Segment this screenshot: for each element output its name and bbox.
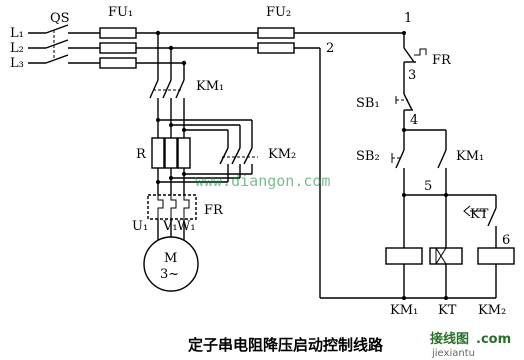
label-KM2-main: KM₂	[268, 147, 296, 162]
label-SB2: SB₂	[356, 149, 380, 164]
label-W1: W₁	[177, 219, 196, 234]
watermark-text: www.diangon.com	[195, 172, 330, 190]
node-5: 5	[424, 179, 432, 194]
supply-lines: L₁ L₂ L₃ QS	[10, 11, 100, 71]
label-L3: L₃	[10, 56, 24, 71]
label-SB1: SB₁	[356, 96, 380, 111]
coil-KT	[429, 247, 463, 265]
label-KT-contact: KT	[470, 207, 489, 222]
label-coil-KT: KT	[438, 303, 457, 318]
logo-subtext: jiexiantu	[431, 348, 475, 359]
label-coil-KM2: KM₂	[478, 303, 506, 318]
main-circuit: KM₁ R KM₂	[132, 30, 296, 292]
motor-symbol	[143, 236, 199, 292]
coil-KM2	[477, 247, 515, 265]
node-3: 3	[408, 68, 416, 83]
fuse-FU2: FU₂	[257, 5, 295, 54]
node-2: 2	[326, 41, 334, 56]
coil-KM1	[385, 247, 423, 265]
diagram-caption: 定子串电阻降压启动控制线路	[188, 336, 384, 354]
node-6: 6	[502, 233, 510, 248]
label-V1: V₁	[162, 219, 178, 234]
label-FR-main: FR	[204, 203, 224, 218]
label-motor: M	[164, 251, 177, 266]
node-1: 1	[404, 11, 412, 26]
control-circuit: 1 2 FR 3 SB₁ 4 SB₂ KM₁	[319, 11, 515, 318]
label-KM1-main: KM₁	[196, 79, 224, 94]
site-logo: 接线图 .com jiexiantu	[430, 331, 511, 359]
label-FR-ctrl: FR	[432, 53, 452, 68]
node-4: 4	[410, 113, 418, 128]
label-L2: L₂	[10, 41, 24, 56]
fuse-FU1: FU₁	[99, 5, 137, 69]
label-FU1: FU₁	[108, 5, 133, 20]
label-U1: U₁	[132, 219, 148, 234]
label-QS: QS	[50, 11, 70, 26]
logo-text: 接线图	[430, 331, 469, 347]
logo-suffix: .com	[476, 332, 511, 347]
label-R: R	[136, 147, 147, 162]
label-L1: L₁	[10, 26, 24, 41]
label-FU2: FU₂	[266, 5, 291, 20]
label-motor-sub: 3~	[160, 267, 179, 282]
label-coil-KM1: KM₁	[390, 303, 418, 318]
label-KM1-aux: KM₁	[456, 149, 484, 164]
